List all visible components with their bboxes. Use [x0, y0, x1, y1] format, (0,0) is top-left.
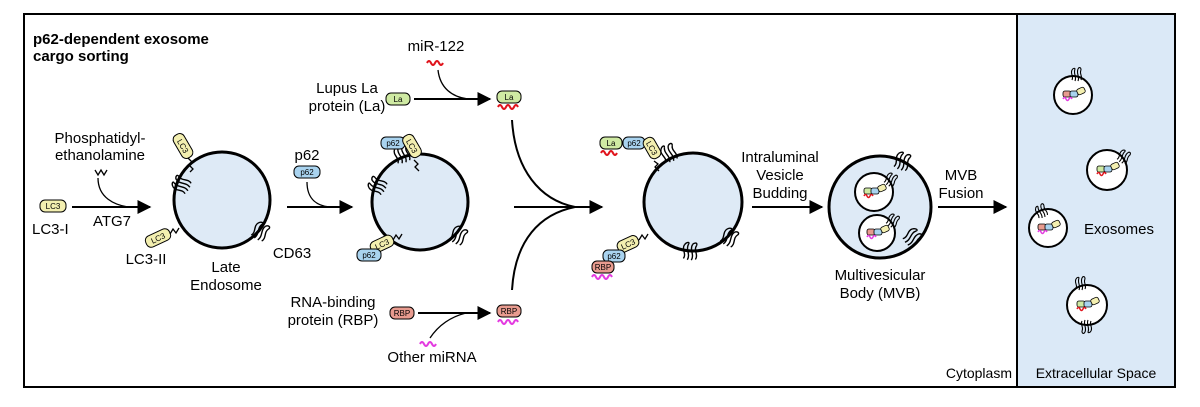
lc3-ii-top-icon: LC3 — [172, 133, 194, 159]
mvb-label-line2: Body (MVB) — [840, 285, 921, 302]
svg-text:RBP: RBP — [394, 309, 410, 318]
svg-text:p62: p62 — [386, 139, 400, 148]
lc3-protein-icon: LC3 — [39, 199, 67, 213]
mvb-fusion-label-line1: MVB — [945, 167, 978, 184]
converge-arrow-top — [511, 119, 576, 208]
exosome-1 — [1053, 67, 1093, 115]
lc3-ii-bottom-icon: LC3 — [144, 228, 172, 248]
svg-text:LC3: LC3 — [46, 202, 61, 211]
lupus-la-label-line2: protein (La) — [309, 98, 386, 115]
p62-lc3-bottom-complex: LC3 p62 — [356, 234, 395, 262]
mvb-ilv-2 — [858, 211, 902, 252]
atg7-label: ATG7 — [93, 213, 131, 230]
mvb-ilv-1 — [854, 170, 900, 212]
lc3-ii-label: LC3-II — [126, 251, 167, 268]
ilv-label-line1: Intraluminal — [741, 149, 819, 166]
exosomes-label: Exosomes — [1084, 221, 1154, 238]
phosphatidyl-label-line2: ethanolamine — [55, 147, 145, 164]
diagram-title-line2: cargo sorting — [33, 48, 129, 65]
svg-text:La: La — [607, 139, 616, 148]
cd63-label: CD63 — [273, 245, 311, 262]
rbp-protein-icon: RBP — [389, 306, 415, 320]
converge-arrow-bottom — [511, 206, 576, 291]
exosome-2 — [1086, 147, 1133, 191]
la-mir122-complex: La — [496, 90, 522, 110]
phosphatidylethanolamine-icon — [94, 168, 108, 177]
svg-text:p62: p62 — [607, 252, 621, 261]
rbp-label-line2: protein (RBP) — [288, 312, 379, 329]
ilv-label-line3: Budding — [752, 185, 807, 202]
cytoplasm-label: Cytoplasm — [946, 365, 1012, 381]
svg-text:RBP: RBP — [595, 263, 611, 272]
mir122-label: miR-122 — [408, 38, 465, 55]
phosphatidyl-label-line1: Phosphatidyl- — [55, 130, 146, 147]
svg-text:La: La — [394, 95, 403, 104]
diagram-title-line1: p62-dependent exosome — [33, 31, 209, 48]
loaded-complex-bottom: LC3 p62 RBP — [591, 235, 640, 280]
late-endosome-label-line2: Endosome — [190, 277, 262, 294]
extracellular-label: Extracellular Space — [1036, 365, 1157, 381]
loaded-complex-top: La p62 LC3 — [599, 136, 662, 160]
svg-text:p62: p62 — [300, 168, 314, 177]
p62-label: p62 — [294, 147, 319, 164]
lupus-la-label-line1: Lupus La — [316, 80, 378, 97]
rbp-label-line1: RNA-binding — [290, 294, 375, 311]
svg-text:p62: p62 — [627, 139, 641, 148]
p62-protein-icon: p62 — [293, 165, 321, 179]
mvb-label-line1: Multivesicular — [835, 267, 926, 284]
mir122-icon — [426, 60, 444, 66]
exosome-4 — [1066, 276, 1108, 334]
p62-lc3-top-complex: p62 LC3 — [380, 133, 422, 159]
svg-text:La: La — [505, 93, 514, 102]
other-mirna-icon — [419, 341, 437, 347]
la-protein-icon: La — [385, 92, 411, 106]
rbp-mirna-complex: RBP — [496, 304, 522, 325]
ilv-label-line2: Vesicle — [756, 167, 804, 184]
mvb-fusion-label-line2: Fusion — [938, 185, 983, 202]
svg-text:RBP: RBP — [501, 307, 517, 316]
late-endosome-membrane — [172, 150, 272, 250]
loaded-endosome-membrane — [642, 151, 744, 253]
extracellular-region — [1016, 13, 1176, 388]
late-endosome-label-line1: Late — [211, 259, 240, 276]
other-mirna-label: Other miRNA — [387, 349, 476, 366]
exosome-3 — [1028, 202, 1068, 248]
lc3-i-label: LC3-I — [32, 221, 69, 238]
svg-text:p62: p62 — [362, 251, 376, 260]
